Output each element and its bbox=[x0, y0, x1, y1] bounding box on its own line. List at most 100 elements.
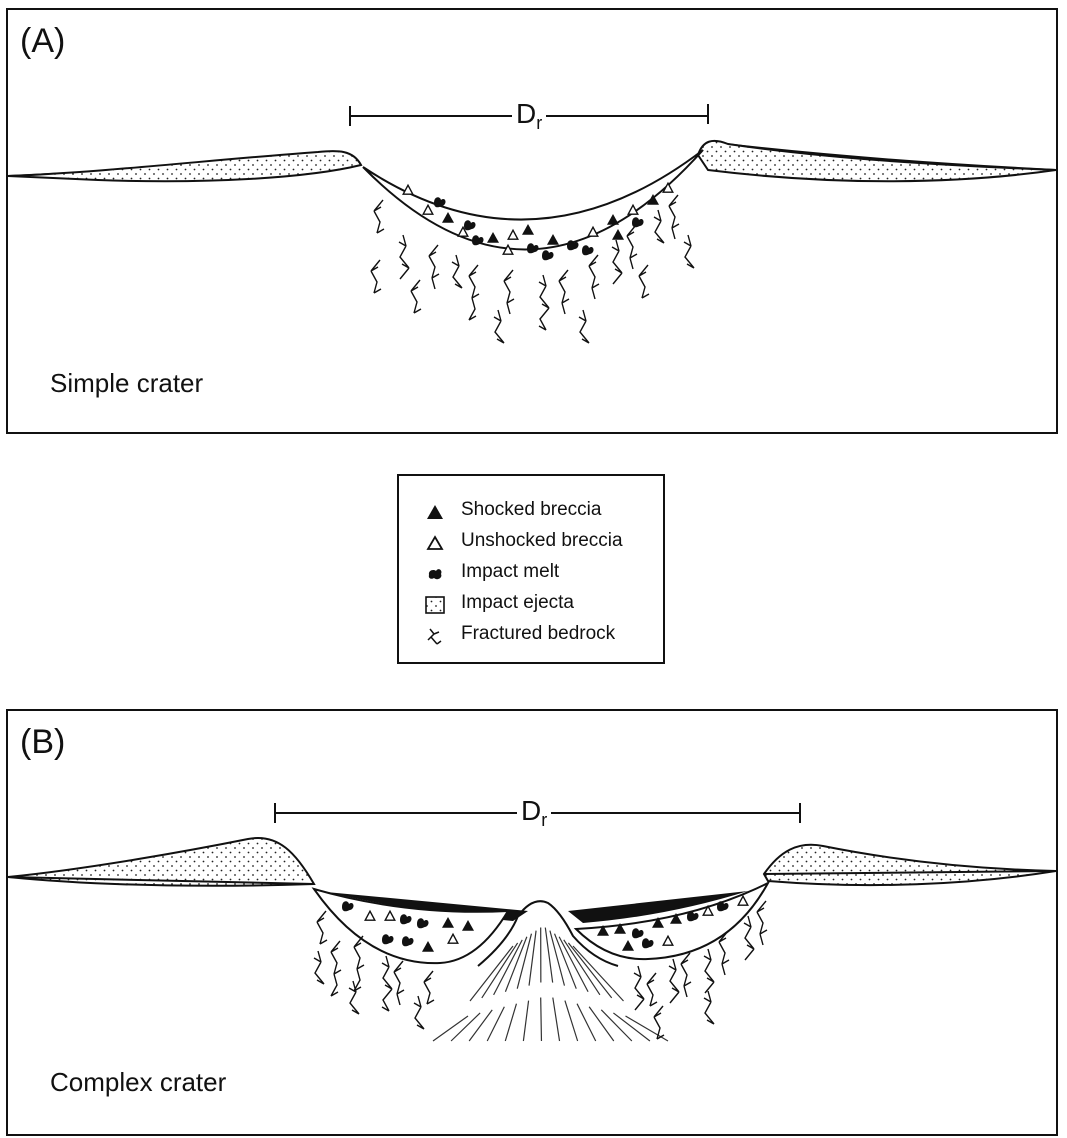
fracture bbox=[558, 269, 570, 315]
shocked-breccia-clast bbox=[442, 212, 454, 223]
impact-melt-clast bbox=[567, 240, 579, 251]
shocked-breccia-clast bbox=[652, 917, 664, 928]
legend-label: Impact melt bbox=[461, 561, 560, 582]
shocked-breccia-clast bbox=[462, 920, 474, 931]
panel-label: (B) bbox=[20, 723, 66, 761]
fracture bbox=[538, 274, 550, 331]
impact-melt-clast bbox=[582, 245, 594, 256]
fractured-bedrock bbox=[370, 194, 695, 344]
fracture bbox=[633, 965, 645, 1011]
unshocked-breccia-clast bbox=[364, 909, 376, 921]
breccia-lens-left bbox=[311, 887, 510, 965]
fracture bbox=[703, 990, 715, 1025]
ejecta-left bbox=[8, 150, 363, 183]
fracture bbox=[316, 910, 328, 945]
fracture bbox=[588, 254, 600, 300]
fracture bbox=[703, 948, 715, 994]
impact-melt-clast bbox=[527, 243, 539, 254]
melt-sheet bbox=[568, 891, 748, 923]
unshocked-breccia-clast bbox=[627, 203, 639, 215]
impact-melt-clast bbox=[434, 197, 446, 208]
strata-line bbox=[540, 927, 543, 1042]
impact-melt-clast bbox=[642, 938, 654, 949]
unshocked-breccia-clast bbox=[587, 225, 599, 237]
fracture-icon bbox=[427, 628, 442, 645]
breccia-lens bbox=[362, 149, 704, 251]
unshocked-breccia-clast bbox=[422, 203, 434, 215]
rim-diameter-label: Dr bbox=[512, 100, 547, 132]
shocked-breccia-clast bbox=[670, 913, 682, 924]
shocked-breccia-clast bbox=[422, 941, 434, 952]
fracture bbox=[638, 264, 650, 299]
impact-melt-clast bbox=[717, 901, 729, 912]
fracture bbox=[493, 309, 505, 344]
fracture bbox=[370, 259, 382, 294]
central-uplift-strata bbox=[432, 927, 669, 1042]
strata-line bbox=[486, 936, 528, 1042]
unshocked-breccia-clast bbox=[662, 934, 674, 946]
strata-line bbox=[504, 933, 533, 1042]
fracture bbox=[683, 234, 695, 269]
unshocked-breccia-clast bbox=[662, 181, 674, 193]
fracture bbox=[330, 940, 342, 997]
legend-item-shocked-breccia: Shocked breccia bbox=[399, 496, 663, 526]
fracture bbox=[626, 224, 638, 270]
shocked-breccia-clast bbox=[597, 925, 609, 936]
unshocked-breccia-clast bbox=[402, 183, 414, 195]
strata-line bbox=[563, 939, 633, 1042]
shocked-breccia-clast bbox=[614, 923, 626, 934]
breccia-clasts bbox=[342, 894, 749, 952]
fracture bbox=[381, 955, 393, 1012]
shocked-breccia-clast bbox=[547, 234, 559, 245]
fracture bbox=[468, 264, 480, 321]
strata-line bbox=[432, 945, 514, 1042]
complex-crater-diagram bbox=[8, 836, 1056, 1042]
filled-triangle-icon bbox=[427, 505, 443, 519]
strata-line bbox=[549, 930, 579, 1042]
strata-line bbox=[558, 936, 615, 1042]
fracture bbox=[611, 239, 623, 285]
legend-item-fractured-bedrock: Fractured bedrock bbox=[399, 620, 663, 650]
fracture bbox=[428, 244, 440, 290]
shocked-breccia-clast bbox=[612, 229, 624, 240]
impact-melt-clast bbox=[632, 217, 644, 228]
impact-melt-clast bbox=[632, 928, 644, 939]
fracture bbox=[653, 1005, 665, 1040]
impact-melt-clast bbox=[402, 936, 414, 947]
fracture bbox=[353, 935, 365, 992]
shocked-breccia-clast bbox=[487, 232, 499, 243]
strata-line bbox=[522, 930, 537, 1042]
ejecta-right bbox=[762, 843, 1056, 887]
complex-crater-panel: (B) Dr Complex crater bbox=[6, 709, 1058, 1136]
impact-melt-clast bbox=[342, 901, 354, 912]
shocked-breccia-clast bbox=[607, 214, 619, 225]
strata-line bbox=[553, 933, 597, 1042]
ejecta-right bbox=[696, 139, 1056, 183]
ejecta-left bbox=[8, 836, 316, 887]
strata-line bbox=[544, 927, 561, 1042]
fracture bbox=[451, 254, 463, 289]
shocked-breccia-clast bbox=[522, 224, 534, 235]
strata-line bbox=[572, 945, 669, 1042]
central-peak bbox=[477, 900, 619, 967]
fracture bbox=[668, 958, 680, 1004]
shocked-breccia-clast bbox=[647, 194, 659, 205]
legend-label: Impact ejecta bbox=[461, 592, 574, 613]
fracture bbox=[373, 199, 385, 234]
unshocked-breccia-clast bbox=[737, 894, 749, 906]
fracture bbox=[313, 950, 325, 985]
ground-surface bbox=[8, 870, 1056, 885]
fracture bbox=[653, 209, 665, 244]
impact-melt-clast bbox=[542, 250, 554, 261]
panel-label: (A) bbox=[20, 22, 66, 60]
unshocked-breccia-clast bbox=[447, 932, 459, 944]
unshocked-breccia-clast bbox=[384, 909, 396, 921]
fracture bbox=[680, 952, 692, 998]
simple-crater-diagram bbox=[8, 139, 1056, 344]
unshocked-breccia-clast bbox=[507, 228, 519, 240]
fracture bbox=[668, 194, 680, 240]
simple-crater-panel: (A) Dr Simple crater bbox=[6, 8, 1058, 434]
legend-item-unshocked-breccia: Unshocked breccia bbox=[399, 527, 663, 557]
unshocked-breccia-clast bbox=[702, 904, 714, 916]
impact-melt-clast bbox=[417, 918, 429, 929]
